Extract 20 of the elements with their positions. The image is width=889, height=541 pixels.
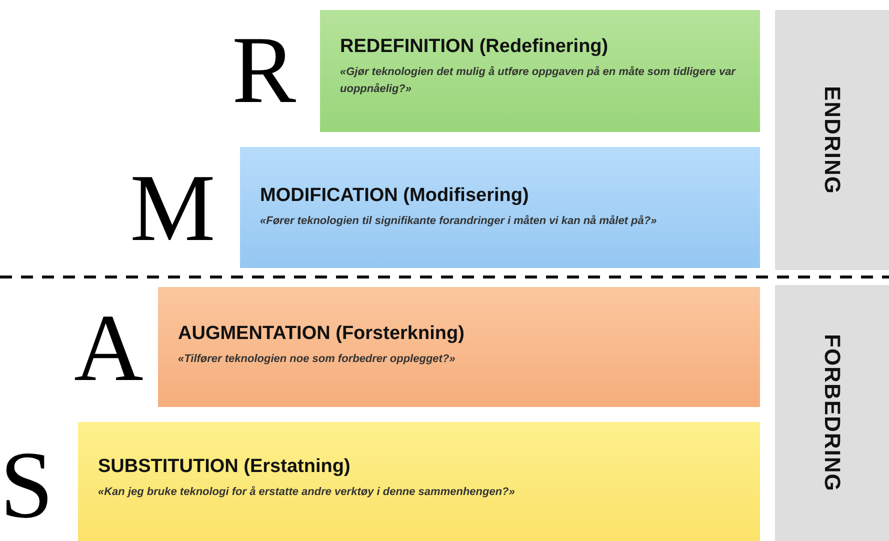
level-letter: A: [74, 300, 144, 396]
level-letter: M: [130, 160, 216, 256]
level-letter: R: [232, 22, 296, 118]
level-heading: MODIFICATION (Modifisering): [260, 185, 529, 207]
level-box: [240, 147, 760, 268]
level-box: [158, 287, 760, 407]
level-letter: S: [0, 437, 54, 533]
level-question: «Kan jeg bruke teknologi for å erstatte andre verktøy i denne sammenhengen?»: [98, 485, 516, 500]
level-question: «Gjør teknologien det mulig å utføre oppgaven på en måte som tidligere var uoppnåelig?»: [340, 65, 737, 97]
category-band: [775, 10, 889, 270]
level-question: «Tilfører teknologien noe som forbedrer opplegget?»: [178, 352, 456, 367]
level-heading: REDEFINITION (Redefinering): [340, 36, 608, 58]
category-label: ENDRING: [819, 86, 845, 194]
level-box: [320, 10, 760, 132]
category-label: FORBEDRING: [819, 334, 845, 492]
level-box: [78, 422, 760, 541]
level-question: «Fører teknologien til signifikante forandringer i måten vi kan nå målet på?»: [260, 214, 658, 229]
category-band: [775, 285, 889, 541]
level-heading: AUGMENTATION (Forsterkning): [178, 323, 464, 345]
level-heading: SUBSTITUTION (Erstatning): [98, 456, 350, 478]
